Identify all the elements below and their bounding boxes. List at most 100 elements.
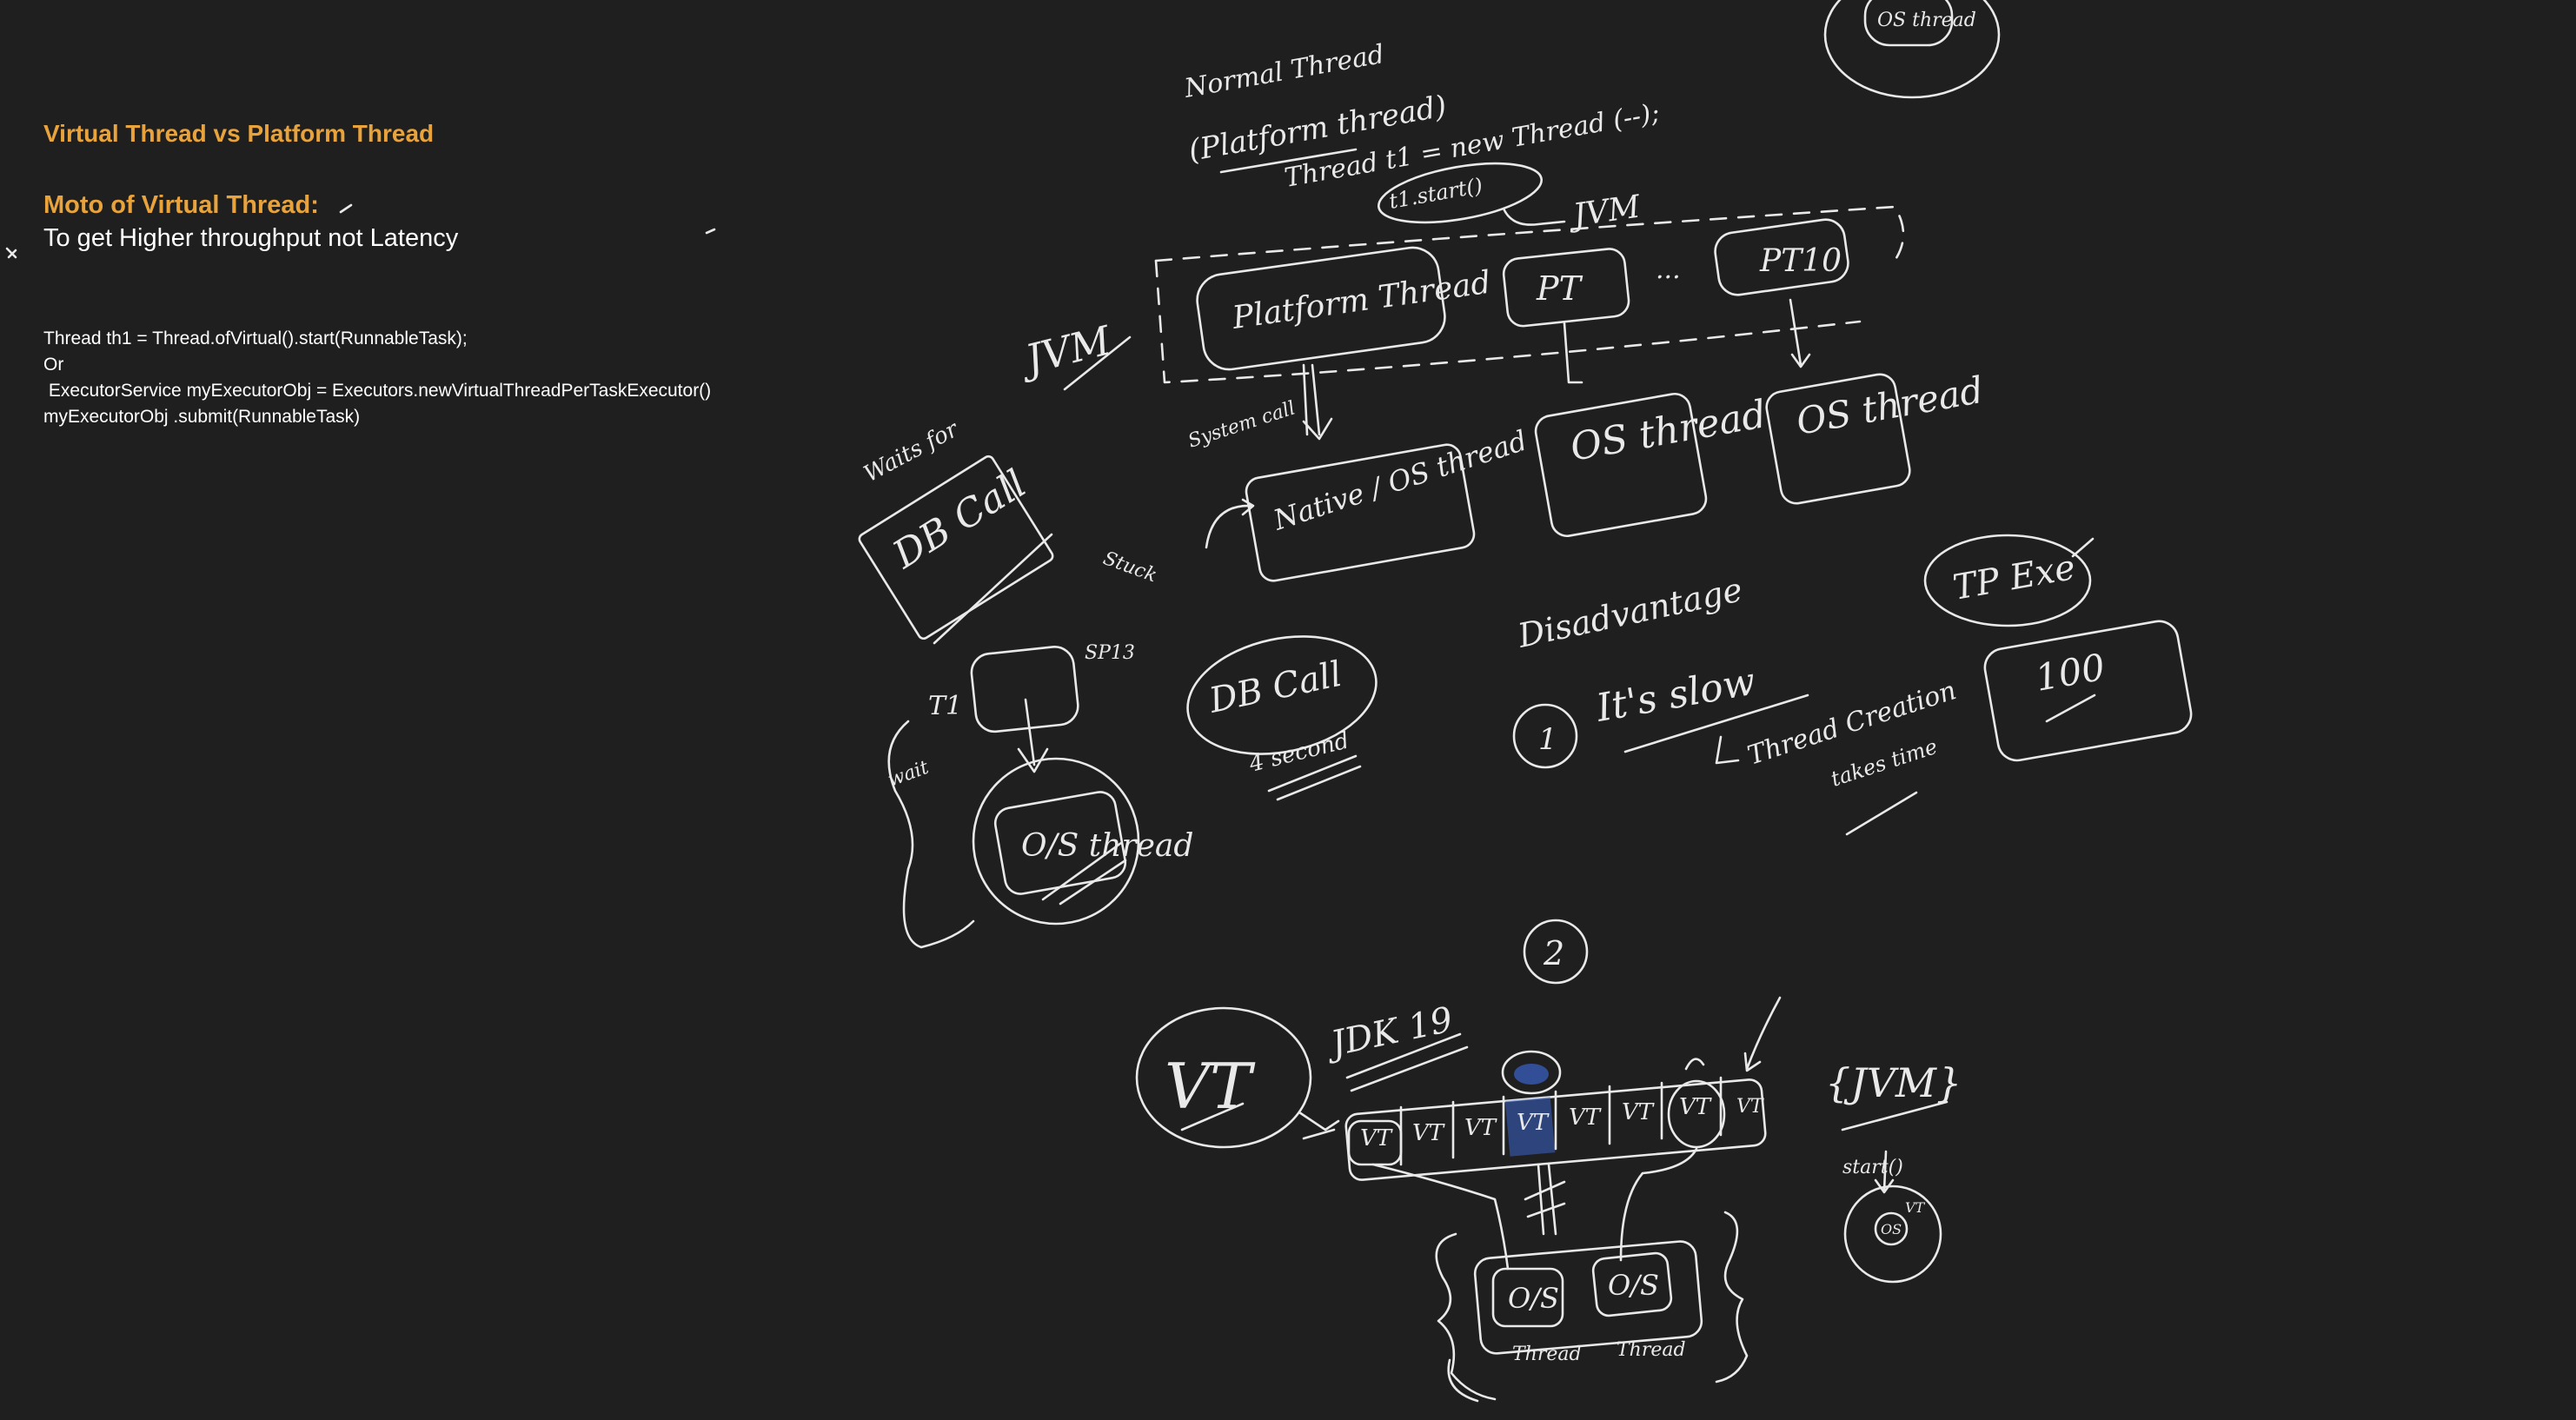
brace-tail	[1447, 1358, 1479, 1403]
underline	[1267, 754, 1362, 801]
num1-label: 1	[1538, 722, 1557, 757]
vt-cells: VT VT VT VT VT VT VT VT	[1360, 1076, 1765, 1166]
tp-exe-circle	[1923, 534, 2092, 627]
takes-time-label: takes time	[1828, 734, 1940, 792]
db-call-big-label: DB Call	[885, 461, 1034, 578]
underline	[1623, 693, 1809, 753]
curved-arrow	[1205, 498, 1255, 549]
its-slow-label: It's slow	[1592, 660, 1759, 731]
underline	[1180, 1102, 1245, 1131]
syscall-label: System call	[1185, 397, 1298, 452]
platform-thread-box	[1196, 246, 1446, 371]
code-line: ExecutorService myExecutorObj = Executor…	[43, 381, 712, 401]
slide-title: Virtual Thread vs Platform Thread	[43, 120, 435, 147]
os-thread-top-label: OS thread	[1877, 10, 1976, 31]
num2-circle	[1523, 919, 1589, 985]
platform-thread-label: Platform Thread	[1230, 265, 1493, 336]
waits-for-label: Waits for	[860, 416, 964, 488]
motto-heading: Moto of Virtual Thread:	[43, 191, 319, 219]
motto-text: To get Higher throughput not Latency	[43, 224, 459, 252]
underline	[2045, 693, 2096, 723]
jvm-brace-label: {JVM}	[1825, 1059, 1962, 1106]
vt-cell: VT	[1622, 1099, 1655, 1125]
stray-mark	[339, 203, 353, 214]
os-small-circle	[1874, 1211, 1909, 1246]
os-thread-box-2	[1765, 373, 1911, 505]
db-call-small-label: DB Call	[1205, 654, 1345, 721]
num2-label: 2	[1543, 934, 1564, 972]
underline	[1841, 1100, 1949, 1131]
pt10-box	[1714, 218, 1849, 296]
arrow-vt-os-a	[1371, 1163, 1510, 1271]
underline	[1845, 791, 1918, 836]
wait-curve	[887, 720, 975, 949]
code-line: Thread th1 = Thread.ofVirtual().start(Ru…	[43, 328, 468, 348]
vt-cell: VT	[1569, 1105, 1602, 1131]
arrow-pt-os	[1563, 322, 1583, 384]
arrow-platform-native	[1302, 363, 1309, 436]
arrow-to-strip	[1743, 996, 1782, 1072]
sp-label: SP13	[1085, 642, 1135, 664]
t1-label: T1	[928, 691, 962, 721]
vt-circled	[1667, 1079, 1726, 1149]
vt-cell: VT	[1736, 1096, 1765, 1118]
os-thread-label-2: OS thread	[1793, 368, 1987, 443]
strike	[933, 533, 1053, 645]
vt-cell: VT	[1360, 1125, 1393, 1151]
stray-mark	[2071, 537, 2095, 558]
disadvantage-label: Disadvantage	[1514, 570, 1746, 655]
jvm-small-circle	[1843, 1184, 1942, 1284]
underline	[1345, 1032, 1469, 1092]
pt-box	[1502, 248, 1630, 328]
pt-label: PT	[1536, 269, 1583, 308]
vt-cell: VT	[1464, 1115, 1497, 1141]
vt-dividers	[1399, 1076, 1723, 1166]
vt-big-circle	[1135, 1006, 1312, 1149]
hatch-arrow	[1524, 1163, 1566, 1236]
jvm-boundary-top	[1154, 205, 1905, 262]
stray-mark	[1684, 1058, 1705, 1071]
vt-cell: VT	[1517, 1110, 1550, 1136]
hundred-label: 100	[2032, 646, 2108, 700]
arrow-start	[1874, 1150, 1895, 1194]
arrow-t1-os	[1017, 698, 1049, 773]
vt-cell: VT	[1412, 1120, 1445, 1146]
t1-start-label: t1.start()	[1387, 173, 1484, 213]
os-thread-box-1	[1534, 392, 1708, 538]
jvm-boundary-bottom	[1154, 259, 1862, 384]
vt-highlight	[1504, 1097, 1556, 1157]
os-thread-circle	[972, 757, 1140, 926]
os-thread-circle-label: O/S thread	[1021, 828, 1193, 864]
native-os-thread-box	[1245, 443, 1476, 582]
strike	[1041, 841, 1127, 906]
pt10-label: PT10	[1759, 243, 1842, 279]
arrow-to-jvm	[1502, 207, 1566, 226]
start-small-label: start()	[1842, 1157, 1903, 1178]
tp-exe-label: TP Exe	[1950, 547, 2079, 608]
jvm-left-label: JVM	[1014, 316, 1117, 385]
db-call-small-box	[1186, 635, 1378, 755]
vt-big-label: VT	[1165, 1050, 1256, 1123]
os-small-label: OS	[1881, 1221, 1902, 1238]
t1-start-circle	[1377, 162, 1544, 224]
arrow-vt-strip	[1298, 1111, 1340, 1140]
thread-b-label: Thread	[1617, 1339, 1686, 1361]
underline	[1219, 148, 1358, 174]
arrow-vt-os-b	[1619, 1147, 1698, 1262]
os-box-a	[1491, 1267, 1564, 1328]
db-call-sub-label: 4 second	[1245, 727, 1351, 778]
wait-label: wait	[886, 757, 933, 792]
num1-circle	[1512, 703, 1578, 769]
cursor-mark	[5, 247, 17, 259]
normal-thread-label: Normal Thread	[1181, 39, 1386, 104]
native-os-thread-label: Native / OS thread	[1269, 424, 1531, 537]
vt-small-label: VT	[1905, 1199, 1926, 1216]
arrow	[1715, 735, 1740, 765]
stuck-label: Stuck	[1100, 547, 1159, 587]
brace-left	[1435, 1232, 1497, 1401]
os-a-label: O/S	[1508, 1282, 1559, 1315]
t1-box	[970, 646, 1079, 733]
stray-mark	[705, 228, 716, 235]
